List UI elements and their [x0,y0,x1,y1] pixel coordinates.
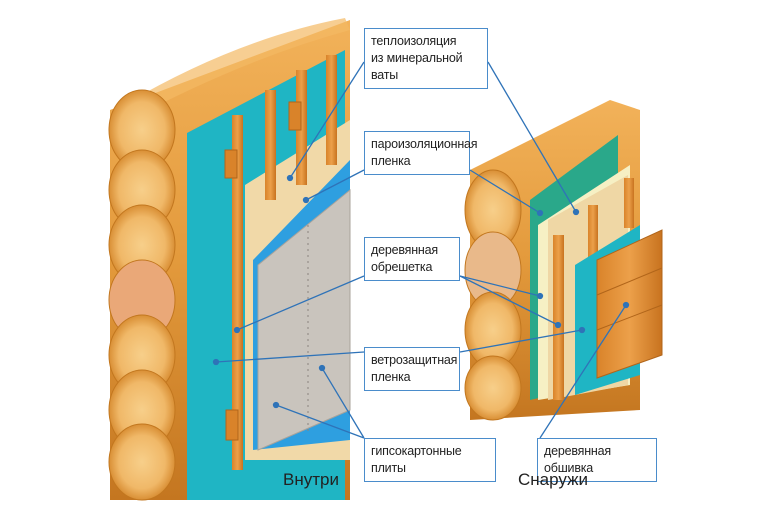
label-line: гипсокартонные плиты [371,444,462,475]
label-insulation: теплоизоляция из минеральной ваты [364,28,488,89]
caption-inside: Внутри [283,470,339,489]
outside-wall-illustration [464,100,663,421]
label-drywall: гипсокартонные плиты [364,438,496,482]
label-line: обрешетка [371,260,433,274]
drywall-panels [257,188,351,451]
label-line: теплоизоляция [371,34,457,48]
label-line: ветрозащитная [371,353,458,367]
label-line: деревянная [371,243,438,257]
inside-wall-illustration [108,18,351,501]
label-vapor-barrier: пароизоляционная пленка [364,131,478,175]
caption-outside: Снаружи [518,470,588,489]
label-battens: деревянная обрешетка [364,237,460,281]
label-line: пленка [371,370,411,384]
cladding-boards [596,229,663,379]
log-ends [108,89,176,501]
label-cladding: деревянная обшивка [537,438,657,482]
label-wind-barrier: ветрозащитная пленка [364,347,460,391]
battens [224,55,337,470]
label-line: деревянная обшивка [544,444,611,475]
label-line: пленка [371,154,411,168]
label-line: пароизоляционная [371,137,478,151]
label-line: из минеральной ваты [371,51,463,82]
leader-lines [212,61,630,439]
